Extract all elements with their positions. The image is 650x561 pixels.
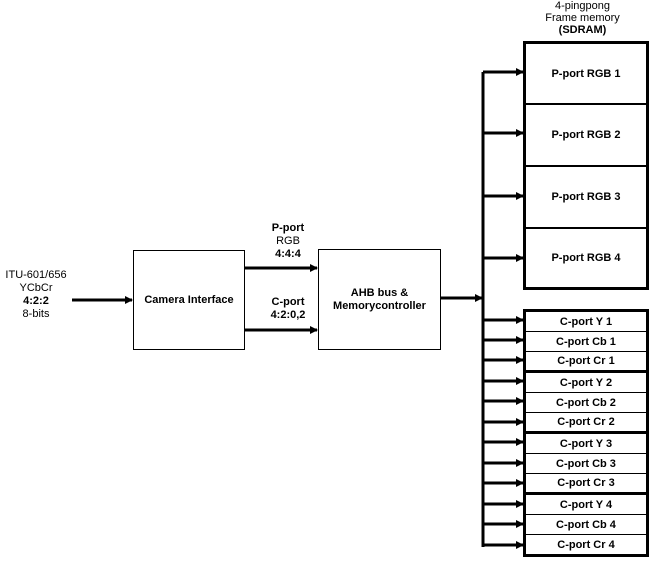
cport-buffer: C-port Y 1 bbox=[526, 312, 646, 332]
cport-buffer: C-port Y 4 bbox=[526, 495, 646, 515]
ahb-memorycontroller-block: AHB bus & Memorycontroller bbox=[318, 249, 441, 350]
cport-buffer: C-port Cr 2 bbox=[526, 413, 646, 434]
memory-title-line1: 4-pingpong bbox=[554, 0, 611, 12]
cport-buffer-group: C-port Y 1 C-port Cb 1 C-port Cr 1 C-por… bbox=[523, 309, 649, 557]
cport-buffer: C-port Cr 4 bbox=[526, 535, 646, 554]
pport-name: P-port bbox=[271, 222, 305, 234]
cport-buffer: C-port Cr 1 bbox=[526, 352, 646, 373]
cport-format-label: C-port 4:2:0,2 bbox=[255, 296, 321, 322]
pport-buffer: P-port RGB 1 bbox=[526, 44, 646, 105]
pport-sampling: 4:4:4 bbox=[275, 248, 301, 260]
memory-title-line3: (SDRAM) bbox=[558, 24, 607, 36]
pport-colorspace: RGB bbox=[276, 235, 300, 247]
pport-buffer: P-port RGB 4 bbox=[526, 229, 646, 287]
cport-buffer: C-port Cb 4 bbox=[526, 515, 646, 535]
input-format-label: ITU-601/656 YCbCr 4:2:2 8-bits bbox=[0, 269, 72, 321]
input-standard: ITU-601/656 bbox=[5, 269, 67, 281]
cport-buffer: C-port Cb 3 bbox=[526, 454, 646, 474]
cport-branches bbox=[483, 316, 524, 549]
input-colorspace: YCbCr bbox=[19, 282, 53, 294]
camera-interface-label: Camera Interface bbox=[144, 293, 234, 306]
ahb-label-line2: Memorycontroller bbox=[333, 299, 426, 312]
cport-buffer: C-port Cb 2 bbox=[526, 393, 646, 413]
cport-name: C-port bbox=[271, 296, 305, 308]
cport-buffer: C-port Y 2 bbox=[526, 373, 646, 393]
frame-memory-title: 4-pingpong Frame memory (SDRAM) bbox=[515, 0, 650, 36]
pport-buffer: P-port RGB 2 bbox=[526, 105, 646, 167]
cport-buffer: C-port Cb 1 bbox=[526, 332, 646, 352]
pport-branches bbox=[483, 68, 524, 262]
input-bitdepth: 8-bits bbox=[22, 308, 50, 320]
input-sampling: 4:2:2 bbox=[23, 295, 49, 307]
ahb-label-line1: AHB bus & bbox=[350, 286, 409, 299]
cport-buffer: C-port Cr 3 bbox=[526, 474, 646, 495]
cport-sampling: 4:2:0,2 bbox=[270, 309, 306, 321]
memory-title-line2: Frame memory bbox=[545, 12, 620, 24]
pport-buffer-group: P-port RGB 1 P-port RGB 2 P-port RGB 3 P… bbox=[523, 41, 649, 290]
pport-format-label: P-port RGB 4:4:4 bbox=[258, 222, 318, 261]
camera-interface-block: Camera Interface bbox=[133, 250, 245, 350]
pport-buffer: P-port RGB 3 bbox=[526, 167, 646, 229]
cport-buffer: C-port Y 3 bbox=[526, 434, 646, 454]
